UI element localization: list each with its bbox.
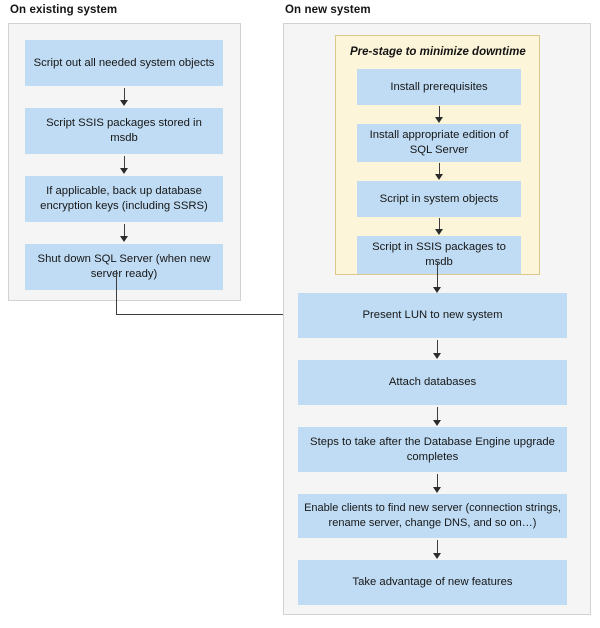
arrow-new-3-to-4 [433,474,442,493]
node-take-advantage-new-features[interactable]: Take advantage of new features [298,560,567,605]
group-pre-stage-title: Pre-stage to minimize downtime [350,46,526,58]
arrow-existing-2-to-3 [119,156,129,174]
node-present-lun[interactable]: Present LUN to new system [298,293,567,338]
group-pre-stage: Pre-stage to minimize downtime Install p… [335,35,540,275]
node-script-out-system-objects[interactable]: Script out all needed system objects [25,40,223,86]
panel-title-new-system: On new system [285,4,371,16]
node-backup-encryption-keys[interactable]: If applicable, back up database encrypti… [25,176,223,222]
node-script-ssis-packages[interactable]: Script SSIS packages stored in msdb [25,108,223,154]
arrow-prestage-3-to-4 [434,218,444,235]
arrow-prestage-to-present-lun [433,262,442,293]
node-steps-after-upgrade[interactable]: Steps to take after the Database Engine … [298,427,567,472]
arrow-prestage-1-to-2 [434,106,444,123]
node-script-in-ssis-packages[interactable]: Script in SSIS packages to msdb [357,236,521,274]
node-install-sql-server-edition[interactable]: Install appropriate edition of SQL Serve… [357,124,521,162]
node-install-prerequisites[interactable]: Install prerequisites [357,69,521,105]
panel-title-existing-system: On existing system [10,4,118,16]
arrow-new-2-to-3 [433,407,442,426]
arrow-prestage-2-to-3 [434,163,444,180]
panel-new-system: Pre-stage to minimize downtime Install p… [283,23,591,615]
arrow-new-4-to-5 [433,540,442,559]
panel-existing-system: Script out all needed system objects Scr… [8,23,241,301]
arrow-new-1-to-2 [433,340,442,359]
connector-existing-to-new-system [116,270,302,322]
node-attach-databases[interactable]: Attach databases [298,360,567,405]
node-enable-clients-find-server[interactable]: Enable clients to find new server (conne… [298,494,567,538]
node-shut-down-sql-server[interactable]: Shut down SQL Server (when new server re… [25,244,223,290]
arrow-existing-1-to-2 [119,88,129,106]
arrow-existing-3-to-4 [119,224,129,242]
node-script-in-system-objects[interactable]: Script in system objects [357,181,521,217]
